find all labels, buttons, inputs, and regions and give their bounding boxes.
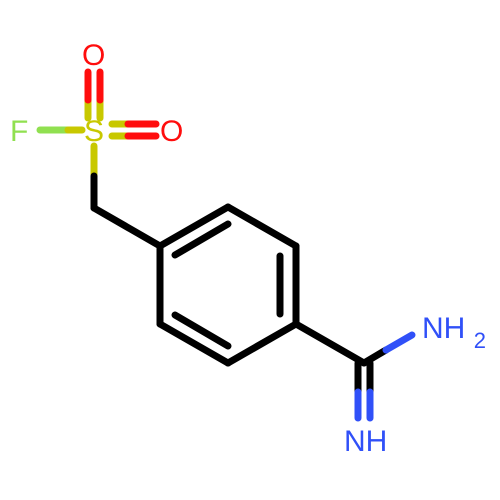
- ring-bond-4: [224, 320, 300, 367]
- atom-imine-group: NH: [344, 425, 387, 458]
- ring-bond-5: [156, 320, 232, 367]
- ring-bond-2: [224, 203, 300, 250]
- atom-oxygen-top: O: [82, 39, 105, 72]
- bonds: [36, 68, 416, 422]
- atom-sulfur: S: [84, 115, 104, 148]
- ring-inner-bond-3: [171, 311, 232, 350]
- atom-amine-symbol: NH: [422, 312, 465, 345]
- atom-oxygen-right: O: [160, 115, 183, 148]
- atom-amine-subscript: 2: [474, 328, 486, 353]
- atom-fluorine: F: [10, 115, 28, 148]
- atom-amine-group: NH 2: [422, 312, 486, 353]
- ring-inner-bond-1: [171, 220, 232, 259]
- bond-ch2-ring: [90, 204, 164, 250]
- bond-ring-amidine-carbon: [292, 320, 368, 367]
- atom-labels: F S O O NH 2 NH: [10, 39, 486, 458]
- bond-c-nh2-blue: [382, 331, 416, 354]
- ring-bond-1: [156, 203, 232, 250]
